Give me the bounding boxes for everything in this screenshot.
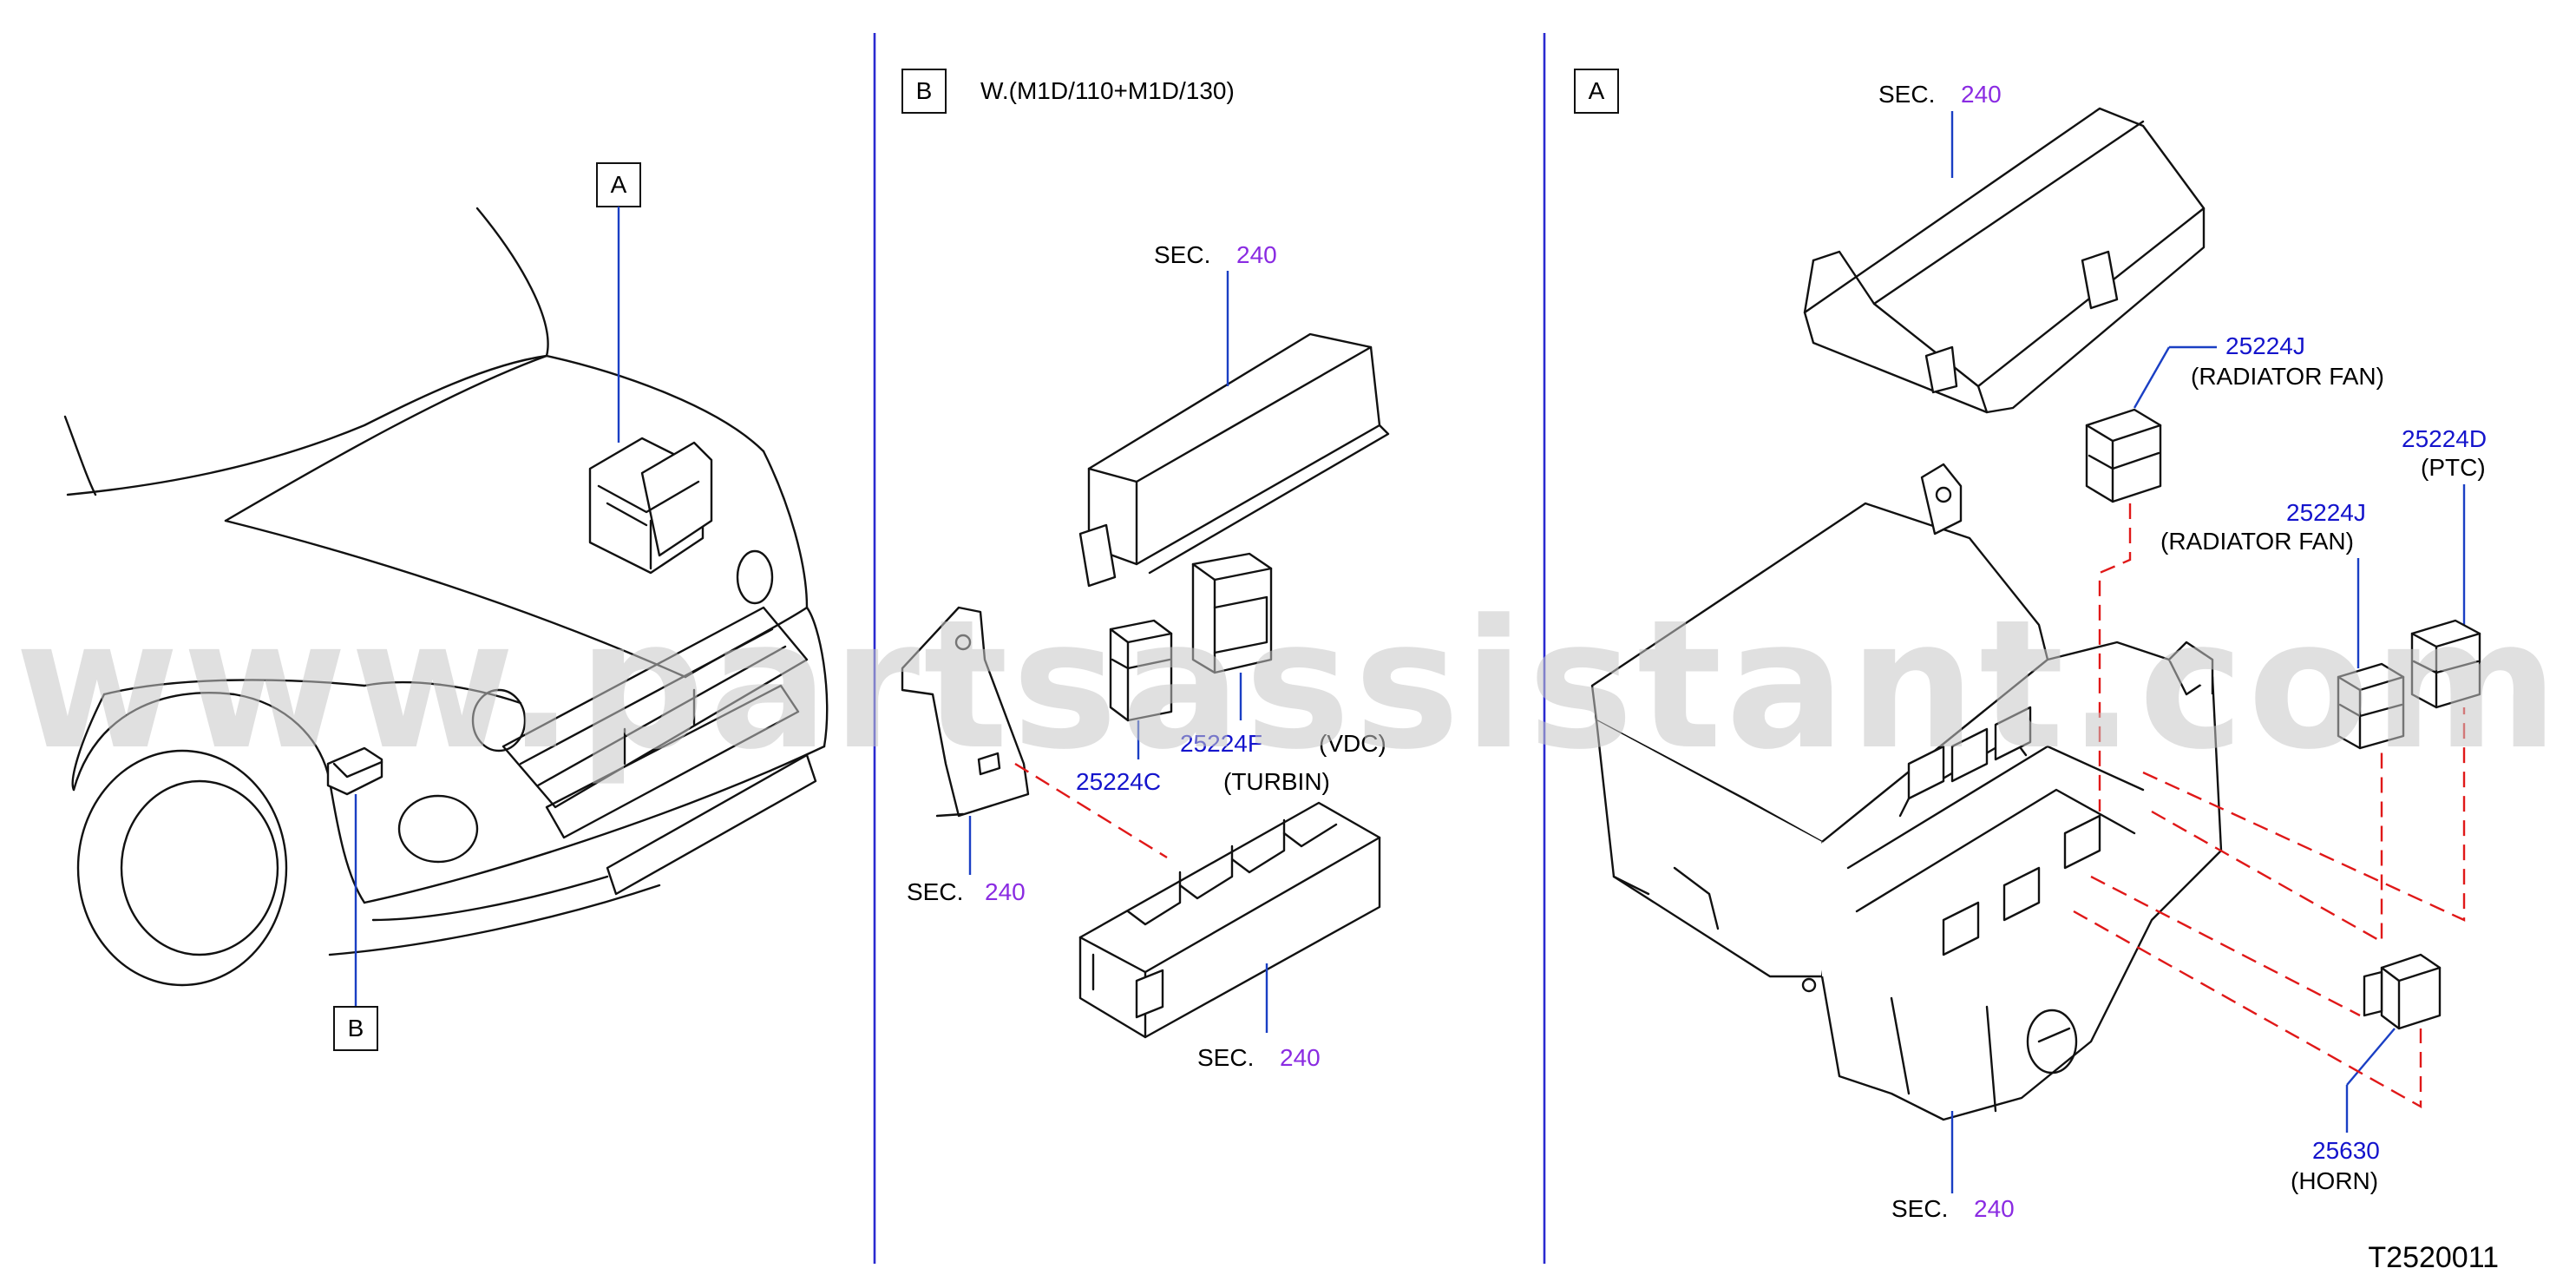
part-25224J-b-number: 25224J <box>2286 499 2366 526</box>
callout-a-left-text: A <box>611 171 627 198</box>
sec-box-prefix: SEC. <box>1891 1195 1948 1222</box>
panel-b-tag: B <box>916 77 933 104</box>
callout-a-left: A <box>596 162 641 443</box>
part-25224C-desc: (TURBIN) <box>1223 768 1330 795</box>
part-25630-desc: (HORN) <box>2291 1167 2378 1194</box>
sec-cover-num: 240 <box>1961 81 2002 108</box>
sec-cover-prefix: SEC. <box>1878 81 1935 108</box>
part-25224C-number: 25224C <box>1076 768 1161 795</box>
relay-box-cover-middle <box>1078 332 1390 588</box>
part-25224J-a-number: 25224J <box>2225 332 2305 359</box>
part-25224D-desc: (PTC) <box>2421 454 2486 481</box>
relay-25630 <box>2363 953 2442 1030</box>
sec-bracket-prefix: SEC. <box>907 878 963 905</box>
panel-b-header: B W.(M1D/110+M1D/130) <box>901 69 1235 114</box>
sec-bracket-num: 240 <box>985 878 1026 905</box>
panel-b-variant: W.(M1D/110+M1D/130) <box>980 77 1235 104</box>
fuse-box-cover-right <box>1803 107 2206 414</box>
watermark-text: www.partsassistant.com <box>15 582 2562 789</box>
sec-top-prefix: SEC. <box>1154 241 1210 268</box>
sec-box-num: 240 <box>1974 1195 2015 1222</box>
relay-25224J-bottom <box>2337 662 2405 750</box>
sec-top-num: 240 <box>1236 241 1277 268</box>
relay-25224J-top <box>2085 408 2162 503</box>
panel-a-header: A <box>1574 69 1619 114</box>
relay-25224C <box>1109 619 1173 722</box>
part-25224D-number: 25224D <box>2402 425 2487 452</box>
part-25224J-a-desc: (RADIATOR FAN) <box>2191 363 2384 390</box>
part-25224F-desc: (VDC) <box>1319 730 1386 757</box>
fuse-box-body-right <box>1590 463 2223 1121</box>
sec-bottom-num: 240 <box>1280 1044 1321 1071</box>
callout-b-left: B <box>333 794 378 1051</box>
part-25224F-number: 25224F <box>1180 730 1262 757</box>
relay-base-middle <box>1078 801 1381 1039</box>
vehicle-front-illustration <box>63 207 829 987</box>
relay-25224D <box>2410 619 2481 709</box>
part-25224J-b-desc: (RADIATOR FAN) <box>2160 528 2354 555</box>
mounting-bracket <box>901 606 1030 818</box>
sec-bottom-prefix: SEC. <box>1197 1044 1254 1071</box>
callout-b-left-text: B <box>348 1015 364 1042</box>
part-25630-number: 25630 <box>2312 1137 2380 1164</box>
panel-a-tag: A <box>1589 77 1605 104</box>
relay-25224F <box>1191 552 1273 674</box>
diagram-code: T2520011 <box>2368 1241 2499 1274</box>
